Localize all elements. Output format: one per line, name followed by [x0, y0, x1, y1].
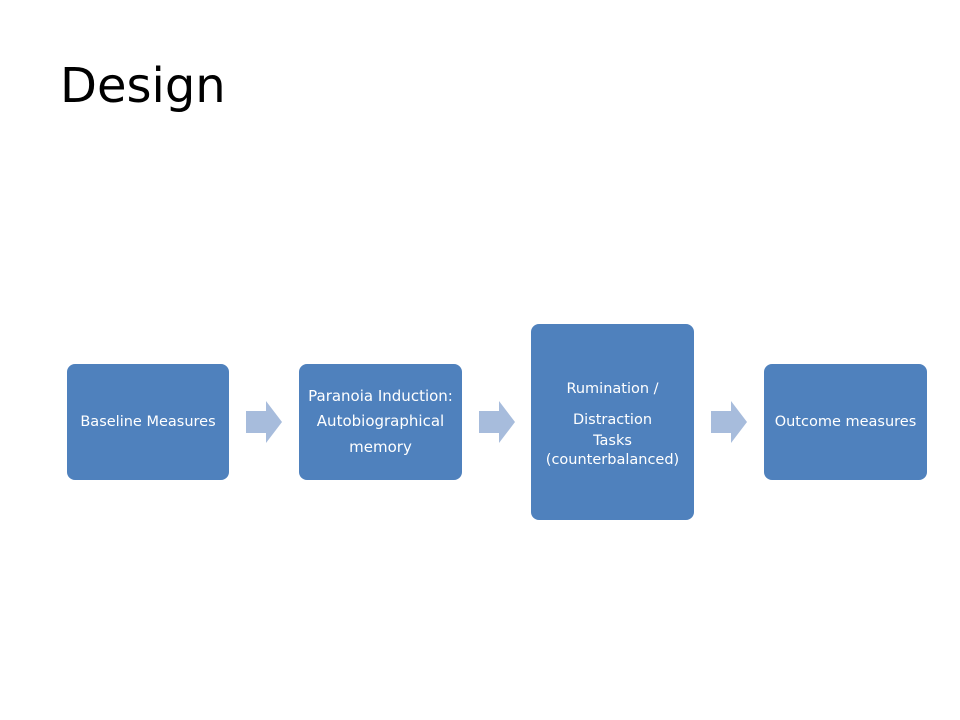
step-outcome-measures: Outcome measures — [764, 364, 927, 480]
step-text: memory — [349, 437, 412, 456]
right-arrow-icon — [711, 401, 747, 443]
right-arrow-icon — [479, 401, 515, 443]
step-baseline-measures: Baseline Measures — [67, 364, 229, 480]
slide-title: Design — [60, 58, 226, 114]
step-text: Paranoia Induction: — [308, 386, 453, 405]
step-text: (counterbalanced) — [545, 451, 680, 468]
right-arrow-icon — [246, 401, 282, 443]
step-text: Distraction — [572, 412, 653, 429]
step-text: Outcome measures — [774, 413, 917, 430]
step-text: Autobiographical — [316, 412, 445, 431]
step-paranoia-induction: Paranoia Induction: Autobiographical mem… — [299, 364, 462, 480]
step-text: Tasks — [593, 433, 632, 449]
step-text: Baseline Measures — [80, 413, 216, 430]
step-rumination-distraction: Rumination / Distraction Tasks (counterb… — [531, 324, 694, 520]
step-text: Rumination / — [566, 381, 659, 398]
